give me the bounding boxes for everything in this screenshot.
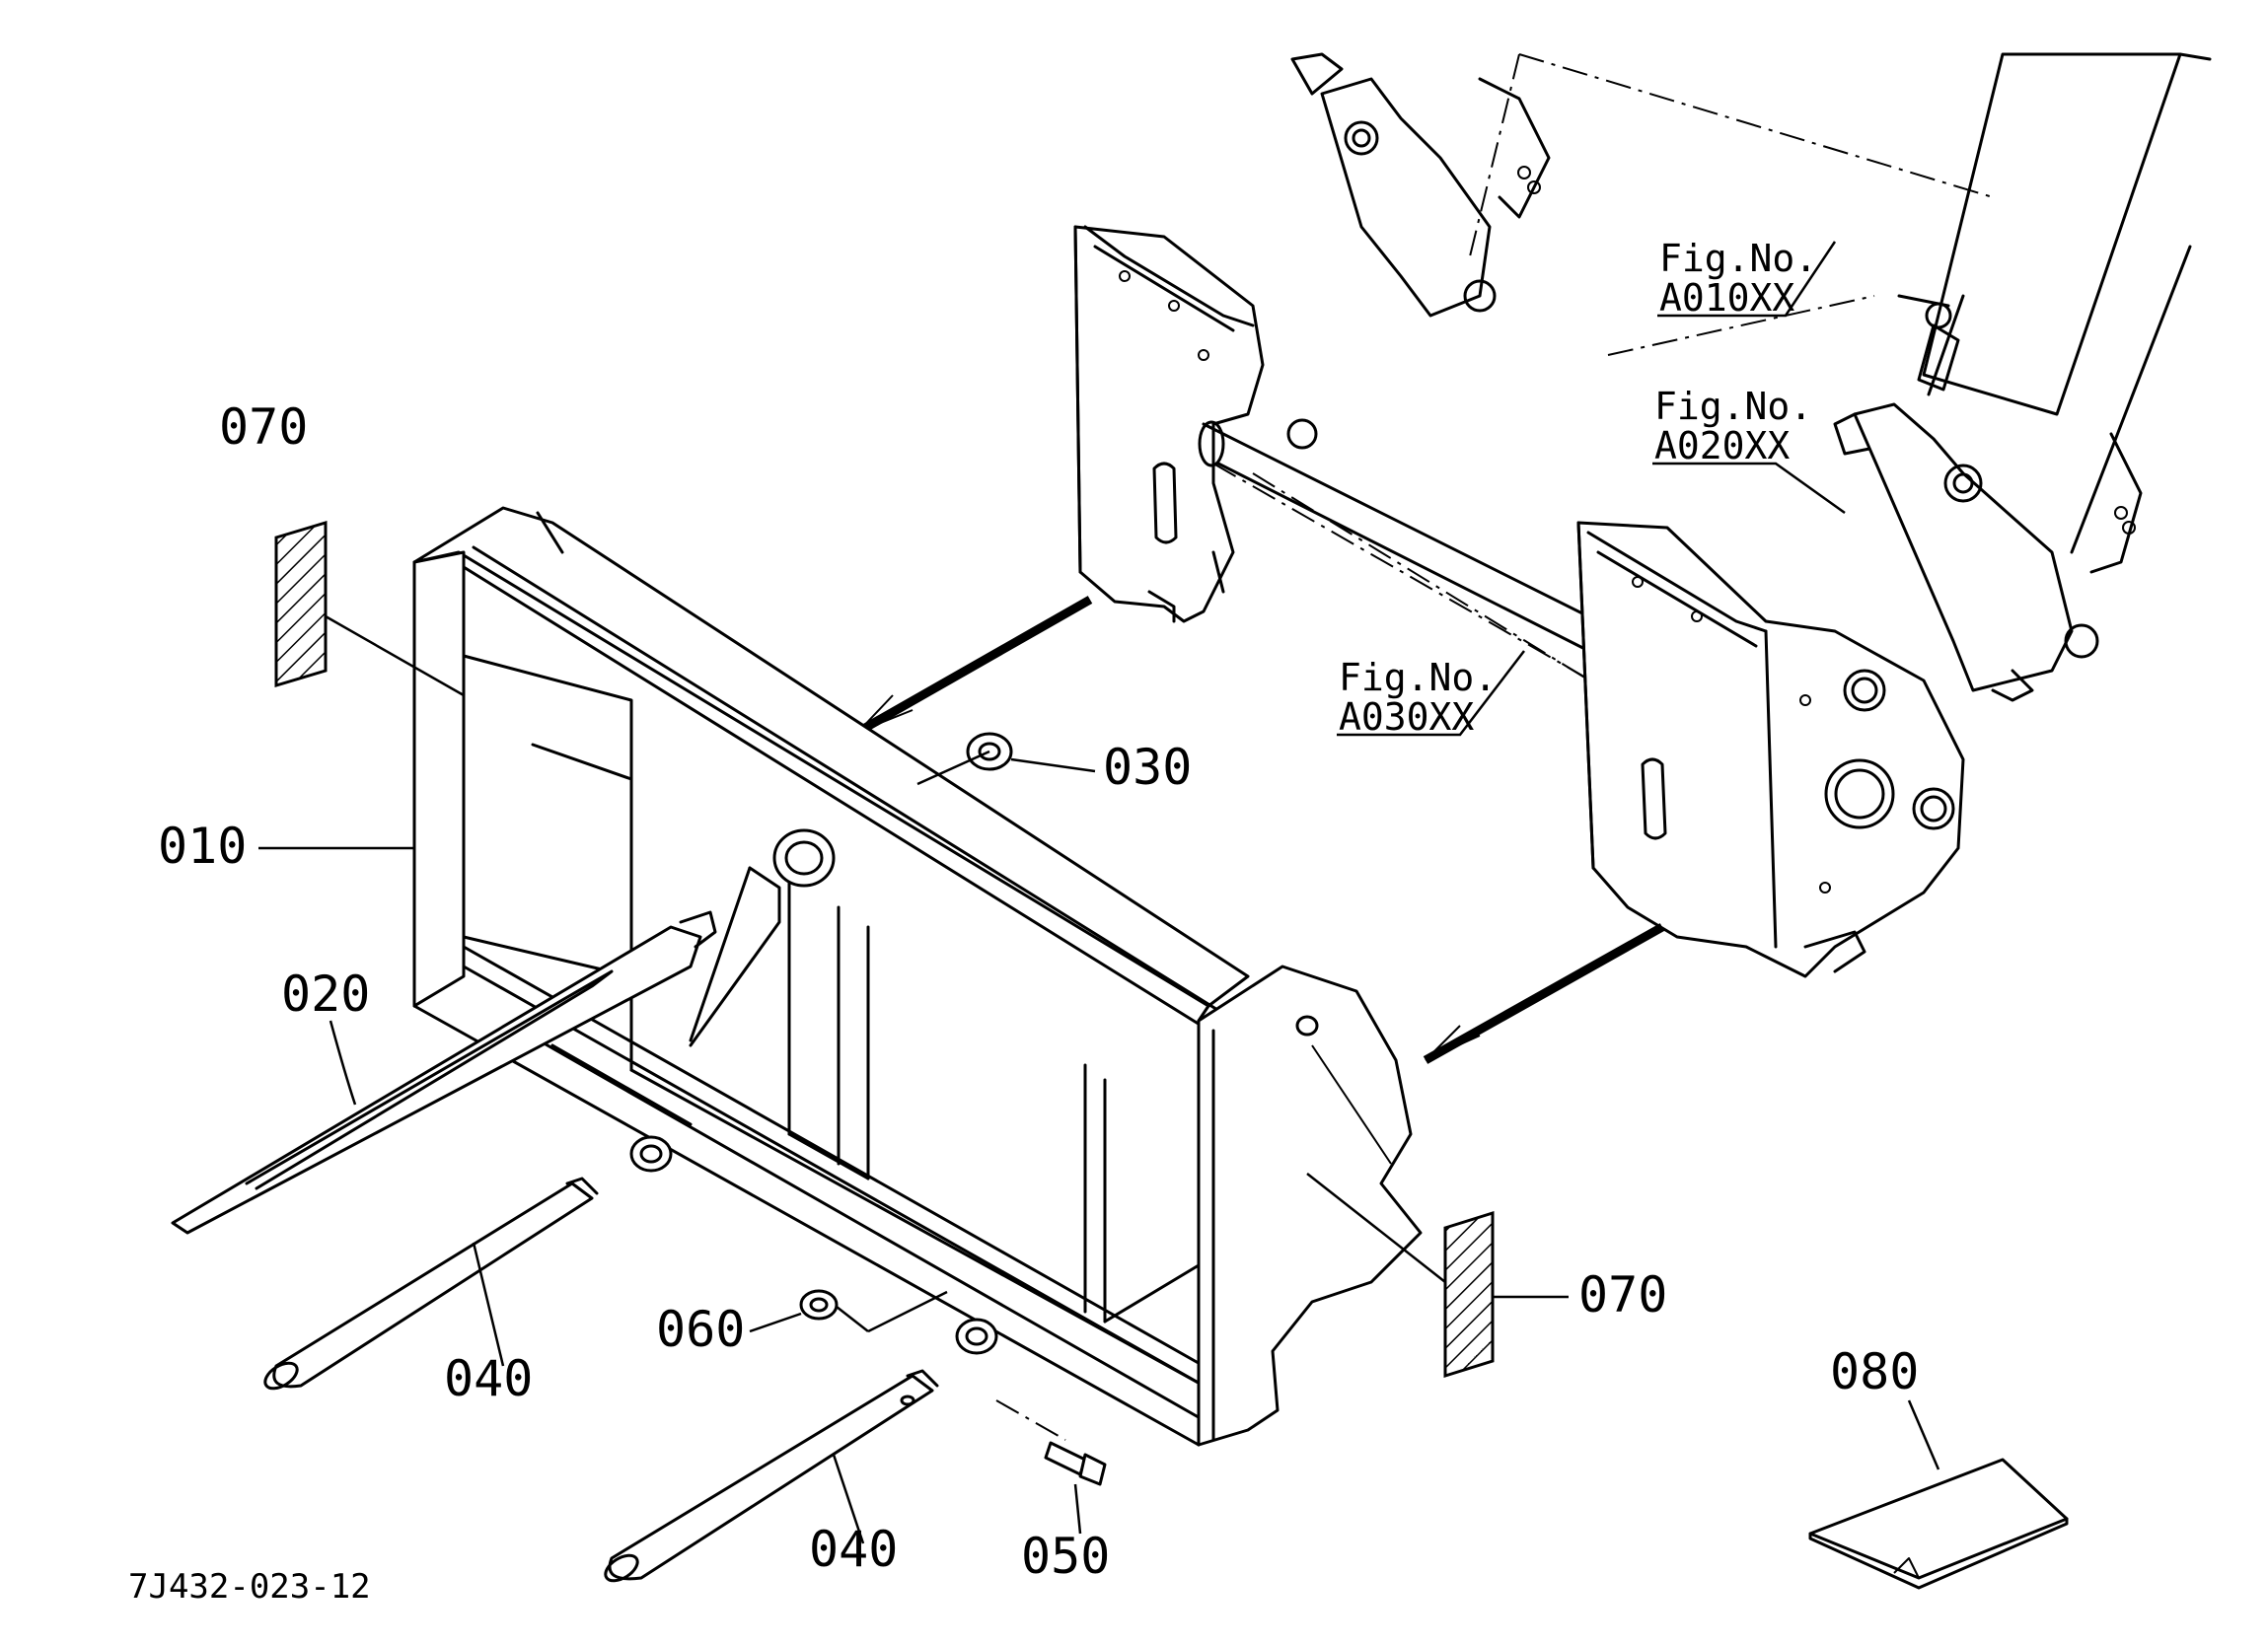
part-label-010: 010 (158, 818, 247, 875)
part-label-070-right: 070 (1578, 1266, 1667, 1324)
main-spear-drawing (171, 910, 717, 1235)
fig-ref-a010-code: A010XX (1659, 276, 1794, 320)
manual-080-drawing (1808, 1458, 2069, 1590)
leader-lines (258, 241, 1940, 1544)
part-label-020: 020 (281, 966, 370, 1023)
fig-ref-a020-code: A020XX (1654, 424, 1790, 467)
part-label-040-right: 040 (809, 1521, 898, 1578)
part-number-labels: 070 010 020 030 040 040 060 050 070 080 (158, 398, 1919, 1585)
short-spears-drawing (263, 1135, 998, 1583)
loader-frame-drawing (855, 52, 2212, 1064)
part-label-050: 050 (1021, 1528, 1110, 1585)
fig-ref-a030-prefix: Fig.No. (1339, 656, 1497, 699)
decal-070-drawing (274, 520, 1495, 1379)
part-label-030: 030 (1103, 739, 1192, 796)
fig-ref-a030-code: A030XX (1339, 695, 1474, 739)
fig-ref-a020-prefix: Fig.No. (1654, 385, 1812, 428)
part-label-070-top: 070 (219, 398, 308, 456)
drawing-code: 7J432-023-12 (128, 1567, 371, 1607)
bale-spear-frame (412, 506, 1423, 1447)
fig-ref-a010-prefix: Fig.No. (1659, 237, 1817, 280)
part-label-080: 080 (1830, 1343, 1919, 1400)
figure-reference-labels: Fig.No. A010XX Fig.No. A020XX Fig.No. A0… (1339, 237, 1817, 739)
part-label-060: 060 (656, 1301, 745, 1358)
part-label-040-left: 040 (444, 1350, 533, 1407)
